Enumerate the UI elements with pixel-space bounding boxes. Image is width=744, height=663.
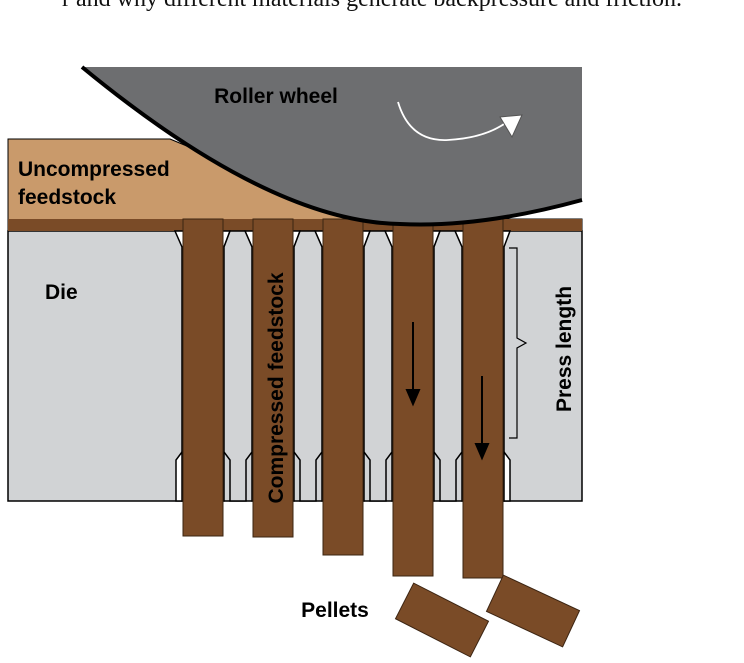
uncompressed-label-line1: Uncompressed: [18, 158, 170, 181]
rotation-arrowhead: [499, 114, 523, 139]
pellet-strand: [322, 218, 364, 556]
roller-wheel: [82, 67, 582, 225]
die-right-notch: [503, 449, 511, 502]
rotation-arrow: [397, 101, 508, 141]
pellet-strand: [252, 218, 294, 538]
pellets-group: [394, 574, 581, 658]
uncompressed-label-line2: feedstock: [18, 186, 116, 209]
caption-text: r and why different materials generate b…: [0, 0, 744, 13]
die-web: [433, 230, 463, 502]
pellets-label: Pellets: [301, 599, 369, 622]
roller-rim: [80, 65, 583, 227]
roller-wheel-label: Roller wheel: [214, 85, 338, 108]
die-label: Die: [45, 281, 78, 304]
die-webs: [223, 230, 463, 502]
die-web: [363, 230, 393, 502]
compressed-feedstock-label: Compressed feedstock: [265, 272, 288, 503]
press-length-label: Press length: [553, 286, 576, 412]
pellet: [394, 582, 490, 658]
die-web: [293, 230, 323, 502]
pellet-strand: [182, 218, 224, 537]
press-length-bracket: [509, 247, 528, 439]
pellet: [485, 574, 581, 648]
die-left-notch: [175, 449, 183, 502]
flow-arrows: [405, 322, 490, 461]
die-web: [223, 230, 253, 502]
